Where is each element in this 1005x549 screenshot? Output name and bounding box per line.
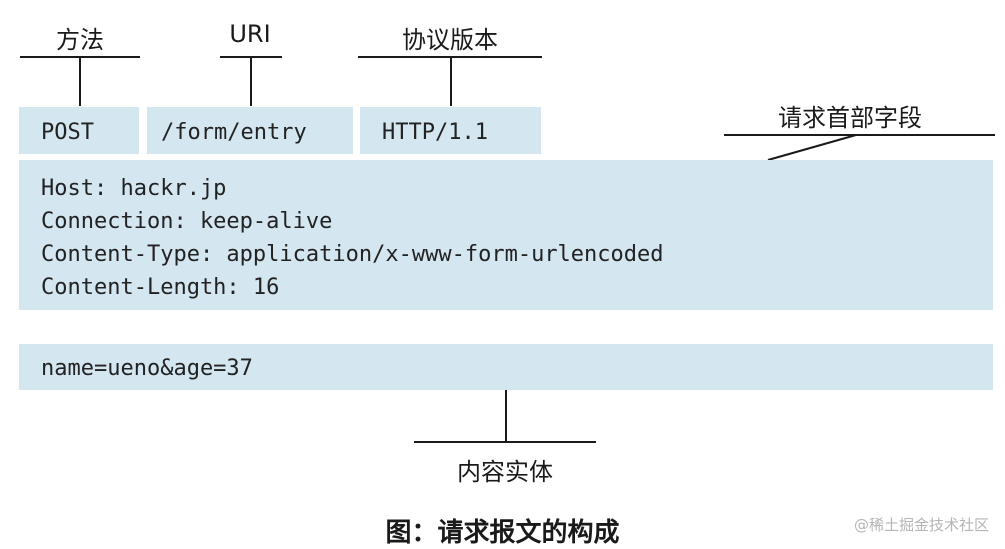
uri-box: /form/entry [147,107,353,154]
body-label: 内容实体 [457,458,553,486]
version-label: 协议版本 [402,26,498,54]
body-box: name=ueno&age=37 [19,344,993,390]
body-callout-hline [414,441,596,443]
version-callout-vline [450,56,452,106]
version-box: HTTP/1.1 [360,107,541,154]
figure-caption: 图：请求报文的构成 [385,518,620,548]
header-line-content-type: Content-Type: application/x-www-form-url… [41,242,664,267]
header-line-host: Host: hackr.jp [41,176,227,201]
method-box: POST [19,107,139,154]
watermark: @稀土掘金技术社区 [853,516,989,534]
body-content: name=ueno&age=37 [41,356,253,381]
headers-box: Host: hackr.jp Connection: keep-alive Co… [19,160,993,310]
header-line-content-length: Content-Length: 16 [41,275,280,300]
method-label: 方法 [56,26,104,54]
uri-callout-vline [250,56,252,106]
uri-value: /form/entry [161,120,307,145]
header-line-connection: Connection: keep-alive [41,209,333,234]
uri-label: URI [229,20,271,48]
method-value: POST [41,120,94,145]
headers-label: 请求首部字段 [778,104,922,132]
method-callout-vline [79,56,81,106]
version-value: HTTP/1.1 [382,120,488,145]
body-callout-vline [505,390,507,442]
